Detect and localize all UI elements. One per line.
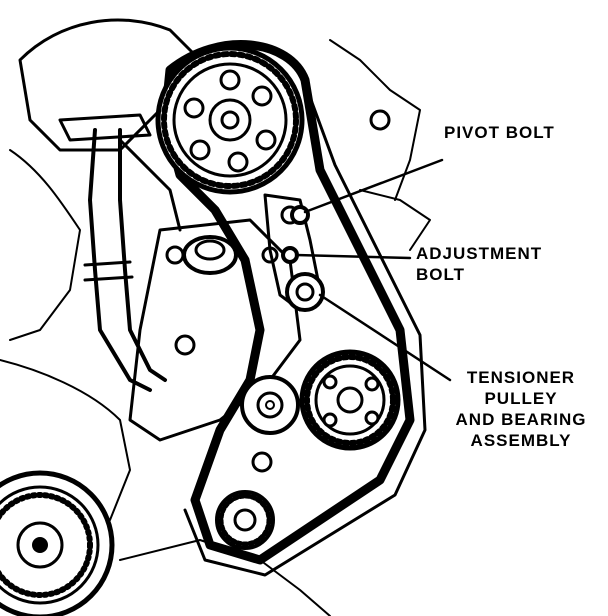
tensioner-bracket (263, 193, 325, 312)
pivot-bolt-head (290, 205, 310, 225)
tensioner-label-line4: ASSEMBLY (470, 431, 572, 450)
adjustment-bolt-label: ADJUSTMENT BOLT (416, 243, 542, 285)
leader-lines (294, 158, 452, 382)
intermediate-sprocket (299, 349, 401, 451)
adjustment-bolt-label-line1: ADJUSTMENT (416, 244, 543, 263)
crankshaft-sprocket (215, 451, 275, 550)
tensioner-label-line3: AND BEARING (455, 410, 587, 429)
tensioner-label-line2: PULLEY (484, 389, 558, 408)
adjustment-bolt-label-line2: BOLT (416, 265, 466, 284)
idler-pulley (240, 375, 300, 435)
adjustment-bolt-leader (294, 253, 412, 260)
pivot-bolt-label-text: PIVOT BOLT (444, 123, 555, 142)
tensioner-label-line1: TENSIONER (466, 368, 576, 387)
tensioner-leader (318, 293, 452, 382)
camshaft-sprocket (155, 45, 305, 195)
pivot-bolt-label: PIVOT BOLT (444, 122, 555, 143)
coolant-hose (58, 113, 182, 392)
crankshaft-damper (0, 470, 115, 616)
tensioner-label: TENSIONER PULLEY AND BEARING ASSEMBLY (435, 367, 607, 451)
pivot-bolt-leader (303, 158, 444, 214)
